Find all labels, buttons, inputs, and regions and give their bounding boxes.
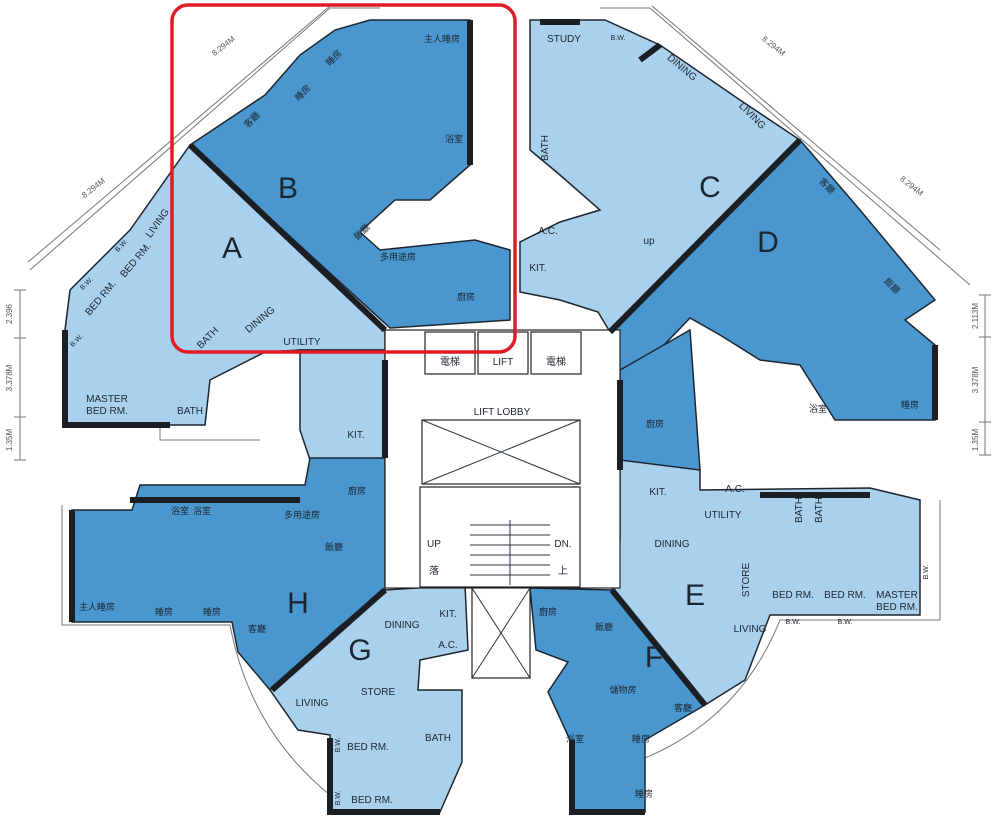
e-kit: KIT. <box>649 487 666 498</box>
d-bath: 浴室 <box>809 403 827 414</box>
e-dining: DINING <box>655 539 690 550</box>
g-ac: A.C. <box>438 640 457 651</box>
lift-2-label: LIFT <box>493 357 514 368</box>
a-bath: BATH <box>177 406 203 417</box>
unit-g-area[interactable] <box>269 584 469 813</box>
g-dining: DINING <box>385 620 420 631</box>
lift-3-label: 電梯 <box>546 355 566 368</box>
g-bed-rm-1: BED RM. <box>347 742 389 753</box>
h-master-bedroom: 主人睡房 <box>79 601 115 612</box>
b-bath: 浴室 <box>445 133 463 144</box>
h-bedroom-2: 睡房 <box>203 606 221 617</box>
e-ac: A.C. <box>725 484 744 495</box>
c-kit: KIT. <box>529 263 546 274</box>
g-living: LIVING <box>296 698 329 709</box>
f-kitchen: 廚房 <box>539 606 557 617</box>
lift-3[interactable] <box>530 331 582 375</box>
unit-g-label: G <box>348 634 371 667</box>
g-bw-2: B.W. <box>335 791 342 806</box>
g-store: STORE <box>361 687 396 698</box>
a-master-label-2: BED RM. <box>86 406 128 417</box>
g-bw-1: B.W. <box>335 738 342 753</box>
dim-right-mid: 3.378M <box>971 366 980 393</box>
h-multi-room: 多用途房 <box>284 509 320 520</box>
dim-right-bot: 1.35M <box>971 429 980 452</box>
e-living: LIVING <box>734 624 767 635</box>
dim-left-bot: 1.35M <box>5 429 14 452</box>
f-bedroom-2: 睡房 <box>635 788 653 799</box>
e-bw-1: B.W. <box>786 619 801 626</box>
dim-left-diag: 8.294M <box>80 176 107 200</box>
stair-up-cn-label: 上 <box>558 565 568 577</box>
c-ac: A.C. <box>538 226 557 237</box>
dimension-lines <box>14 5 991 461</box>
h-bedroom-1: 睡房 <box>155 606 173 617</box>
dim-left-top: 2.396 <box>5 303 14 324</box>
b-multi-room: 多用途房 <box>380 251 416 262</box>
e-store: STORE <box>741 563 752 598</box>
e-bw-3: B.W. <box>923 565 930 580</box>
e-utility: UTILITY <box>704 510 742 521</box>
unit-b-label: B <box>278 172 298 205</box>
f-dining: 飯廳 <box>595 621 613 632</box>
f-bath: 浴室 <box>566 733 584 744</box>
h-kitchen: 廚房 <box>348 485 366 496</box>
a-kit: KIT. <box>347 430 364 441</box>
c-stair-up: up <box>643 236 655 247</box>
unit-c-label: C <box>699 171 721 204</box>
stair-core <box>419 486 581 679</box>
unit-d-label: D <box>757 226 779 259</box>
a-utility: UTILITY <box>283 337 321 348</box>
c-bath: BATH <box>540 135 551 161</box>
unit-c-area[interactable] <box>519 19 802 334</box>
e-bath-1: BATH <box>794 497 805 523</box>
h-bath-1: 浴室 <box>171 505 189 516</box>
highlight-box-unit-b <box>170 3 517 354</box>
dim-right-diag: 8.294M <box>898 174 925 198</box>
c-study: STUDY <box>547 34 581 45</box>
dim-top-right: 8.294M <box>760 34 787 58</box>
d-bedroom: 睡房 <box>901 399 919 410</box>
unit-b-area[interactable] <box>188 19 511 329</box>
stair-up-label: UP <box>427 539 441 550</box>
e-bw-2: B.W. <box>838 619 853 626</box>
f-living: 客廳 <box>674 702 692 713</box>
unit-a-kitchen-area[interactable] <box>299 349 386 461</box>
d-kitchen: 廚房 <box>646 418 664 429</box>
building-outline <box>29 7 971 796</box>
e-master-label: MASTER <box>876 590 918 601</box>
walls <box>62 19 938 815</box>
b-master-bedroom: 主人睡房 <box>424 33 460 44</box>
g-bath: BATH <box>425 733 451 744</box>
unit-h-label: H <box>287 587 309 620</box>
g-bed-rm-2: BED RM. <box>351 795 393 806</box>
dim-right-top: 2.113M <box>971 303 980 329</box>
h-dining: 飯廳 <box>325 541 343 552</box>
c-bw: B.W. <box>611 35 626 42</box>
e-bed-rm-1: BED RM. <box>772 590 814 601</box>
a-master-label: MASTER <box>86 394 128 405</box>
stair-dn-label: DN. <box>554 539 571 550</box>
unit-a-label: A <box>222 232 242 265</box>
b-kitchen: 廚房 <box>457 291 475 302</box>
lift-bank <box>424 331 582 375</box>
dim-left-mid: 3.378M <box>5 364 14 391</box>
unit-e-label: E <box>685 579 705 612</box>
h-bath-2: 浴室 <box>193 505 211 516</box>
unit-f-label: F <box>645 641 663 674</box>
e-bed-rm-2: BED RM. <box>824 590 866 601</box>
f-bedroom-1: 睡房 <box>632 733 650 744</box>
lift-1-label: 電梯 <box>440 355 460 368</box>
e-master-label-2: BED RM. <box>876 602 918 613</box>
stair-down-cn-label: 落 <box>429 565 439 577</box>
dim-top-left: 8.294M <box>210 34 237 58</box>
g-kit: KIT. <box>439 609 456 620</box>
h-living: 客廳 <box>248 623 266 634</box>
e-bath-2: BATH <box>814 497 825 523</box>
lift-lobby-label: LIFT LOBBY <box>474 407 531 418</box>
f-store: 儲物房 <box>609 684 636 695</box>
